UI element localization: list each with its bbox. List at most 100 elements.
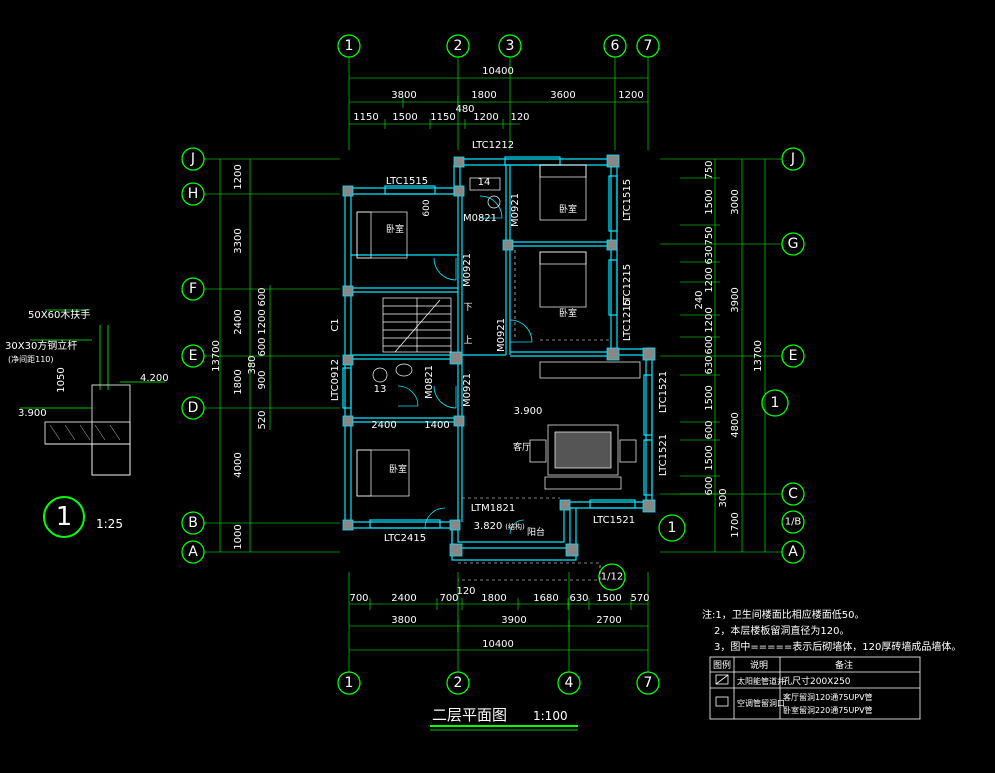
- dim-bot-c: 700: [439, 593, 458, 604]
- dim-right-mid-d: 1700: [730, 512, 741, 537]
- detail-hatching: [49, 424, 121, 441]
- room-balcony: 阳台: [527, 526, 545, 538]
- dim-bot-r2-a: 3800: [391, 615, 416, 626]
- tag-ltc1215b: LTC1215: [622, 299, 633, 341]
- dim-left-i-d: 380: [247, 355, 258, 374]
- tag-m0921c: M0921: [462, 373, 473, 407]
- dim-left-f: 1000: [233, 524, 244, 549]
- dim-bot-h: 1500: [596, 593, 621, 604]
- grid-label-right-E: E: [789, 348, 798, 364]
- grid-label-left-J: J: [190, 151, 195, 167]
- grid-label-section-1: 1: [668, 520, 677, 536]
- grid-label-top-2: 2: [454, 38, 463, 54]
- dim-top-b: 1800: [471, 90, 496, 101]
- detail-elev-top: 4.200: [140, 373, 169, 384]
- dim-top-r3-c: 1150: [430, 112, 455, 123]
- room-living: 客厅: [513, 441, 531, 453]
- tag-elev-balcony: 3.820: [474, 521, 503, 532]
- grid-label-bottom-7: 7: [644, 675, 653, 691]
- detail-baluster-note: (净间距110): [8, 354, 54, 364]
- tag-ltc1515b: LTC1515: [622, 179, 633, 221]
- tag-m0821b: M0821: [424, 365, 435, 399]
- walls: [342, 156, 653, 561]
- tag-ltc2415: LTC2415: [384, 533, 426, 544]
- tag-room-w2: 1400: [424, 420, 449, 431]
- tag-c1: C1: [330, 318, 341, 331]
- columns: [342, 154, 656, 557]
- detail-scale: 1:25: [96, 517, 123, 531]
- drawing-title-block: 二层平面图 1:100: [430, 706, 578, 731]
- dim-bot-a: 700: [349, 593, 368, 604]
- dim-right-j: 1500: [704, 385, 715, 410]
- grid-label-left-D: D: [188, 400, 199, 416]
- dashed-lines: [458, 250, 610, 581]
- doors: [397, 195, 533, 535]
- dim-top-d: 1200: [618, 90, 643, 101]
- furniture: [356, 164, 641, 497]
- grid-label-top-3: 3: [506, 38, 515, 54]
- tag-ltc1215: LTC1215: [622, 264, 633, 306]
- dim-left-e: 4000: [233, 452, 244, 477]
- grid-label-right-C: C: [788, 486, 798, 502]
- dim-left-i-f: 520: [257, 410, 268, 429]
- note-line-1: 注:1，卫生间楼面比相应楼面低50。: [702, 608, 864, 621]
- dim-right-total: 13700: [753, 340, 764, 372]
- dim-right-mid-b: 3900: [730, 287, 741, 312]
- dim-top-r3-d: 1200: [473, 112, 498, 123]
- railing-detail: [20, 309, 165, 476]
- dim-bot-g: 630: [569, 593, 588, 604]
- grid-label-bottom-extra: 1/12: [601, 572, 623, 583]
- tag-ltc1515a: LTC1515: [386, 176, 428, 187]
- room-bedroom-1: 卧室: [386, 223, 404, 235]
- grid-label-top-7: 7: [644, 38, 653, 54]
- grid-label-bottom-1: 1: [345, 675, 354, 691]
- grid-label-bottom-2: 2: [454, 675, 463, 691]
- dim-right-n: 300: [718, 488, 729, 507]
- dim-top-a: 3800: [391, 90, 416, 101]
- tag-wc-no2: 13: [374, 384, 387, 395]
- staircase: [382, 297, 452, 353]
- grid-label-right-A: A: [788, 544, 798, 560]
- dim-right-mid-a: 3000: [730, 189, 741, 214]
- stair-up-label: 上: [463, 335, 472, 346]
- legend-row2-desc: 空调管留洞口: [737, 698, 785, 708]
- dim-right-f: 240: [694, 290, 705, 309]
- dim-right-m: 600: [704, 476, 715, 495]
- dim-bot-r2-c: 2700: [596, 615, 621, 626]
- detail-callout: 1 1:25: [43, 496, 123, 538]
- note-line-3: 3，图中=====表示后砌墙体，120厚砖墙成品墙体。: [714, 640, 961, 653]
- dim-left-c: 2400: [233, 309, 244, 334]
- tag-ltc1212: LTC1212: [472, 140, 514, 151]
- dim-top-c: 3600: [550, 90, 575, 101]
- dim-left-i-b: 1200: [257, 309, 268, 334]
- legend-table: 图例 说明 备注 太阳能管道井 孔尺寸200X250 空调管留洞口 客厅留洞12…: [709, 656, 921, 720]
- tag-wc-no1: 14: [478, 177, 491, 188]
- grid-lines: [204, 57, 782, 672]
- grid-label-top-1: 1: [345, 38, 354, 54]
- tag-h600: 600: [422, 199, 432, 216]
- dim-bot-e: 1800: [481, 593, 506, 604]
- dim-top-r3-e: 120: [510, 112, 529, 123]
- grid-label-left-H: H: [188, 186, 199, 202]
- tag-ltc0912: LTC0912: [330, 359, 341, 401]
- room-bedroom-3: 卧室: [559, 307, 577, 319]
- dim-right-h: 600: [704, 335, 715, 354]
- legend-row2-note-b: 卧室留洞220通75UPV管: [783, 705, 873, 715]
- note-line-2: 2，本层楼板留洞直径为120。: [714, 624, 849, 637]
- grid-label-right-extra-1b: 1/B: [785, 517, 802, 528]
- grid-label-left-F: F: [189, 281, 197, 297]
- dim-right-b: 1500: [704, 189, 715, 214]
- dim-right-a: 750: [704, 160, 715, 179]
- dim-top-mid: 480: [455, 104, 474, 115]
- dim-left-i-c: 600: [257, 337, 268, 356]
- tag-m0921a: M0921: [462, 253, 473, 287]
- dim-left-i-e: 900: [257, 370, 268, 389]
- grid-label-left-E: E: [189, 348, 198, 364]
- legend-row1-note: 孔尺寸200X250: [783, 675, 851, 687]
- dim-left-b: 3300: [233, 228, 244, 253]
- tag-ltc1521a: LTC1521: [658, 371, 669, 413]
- tag-m0821: M0821: [463, 213, 497, 224]
- legend-header-icon: 图例: [713, 659, 731, 671]
- drawing-title: 二层平面图: [432, 706, 507, 724]
